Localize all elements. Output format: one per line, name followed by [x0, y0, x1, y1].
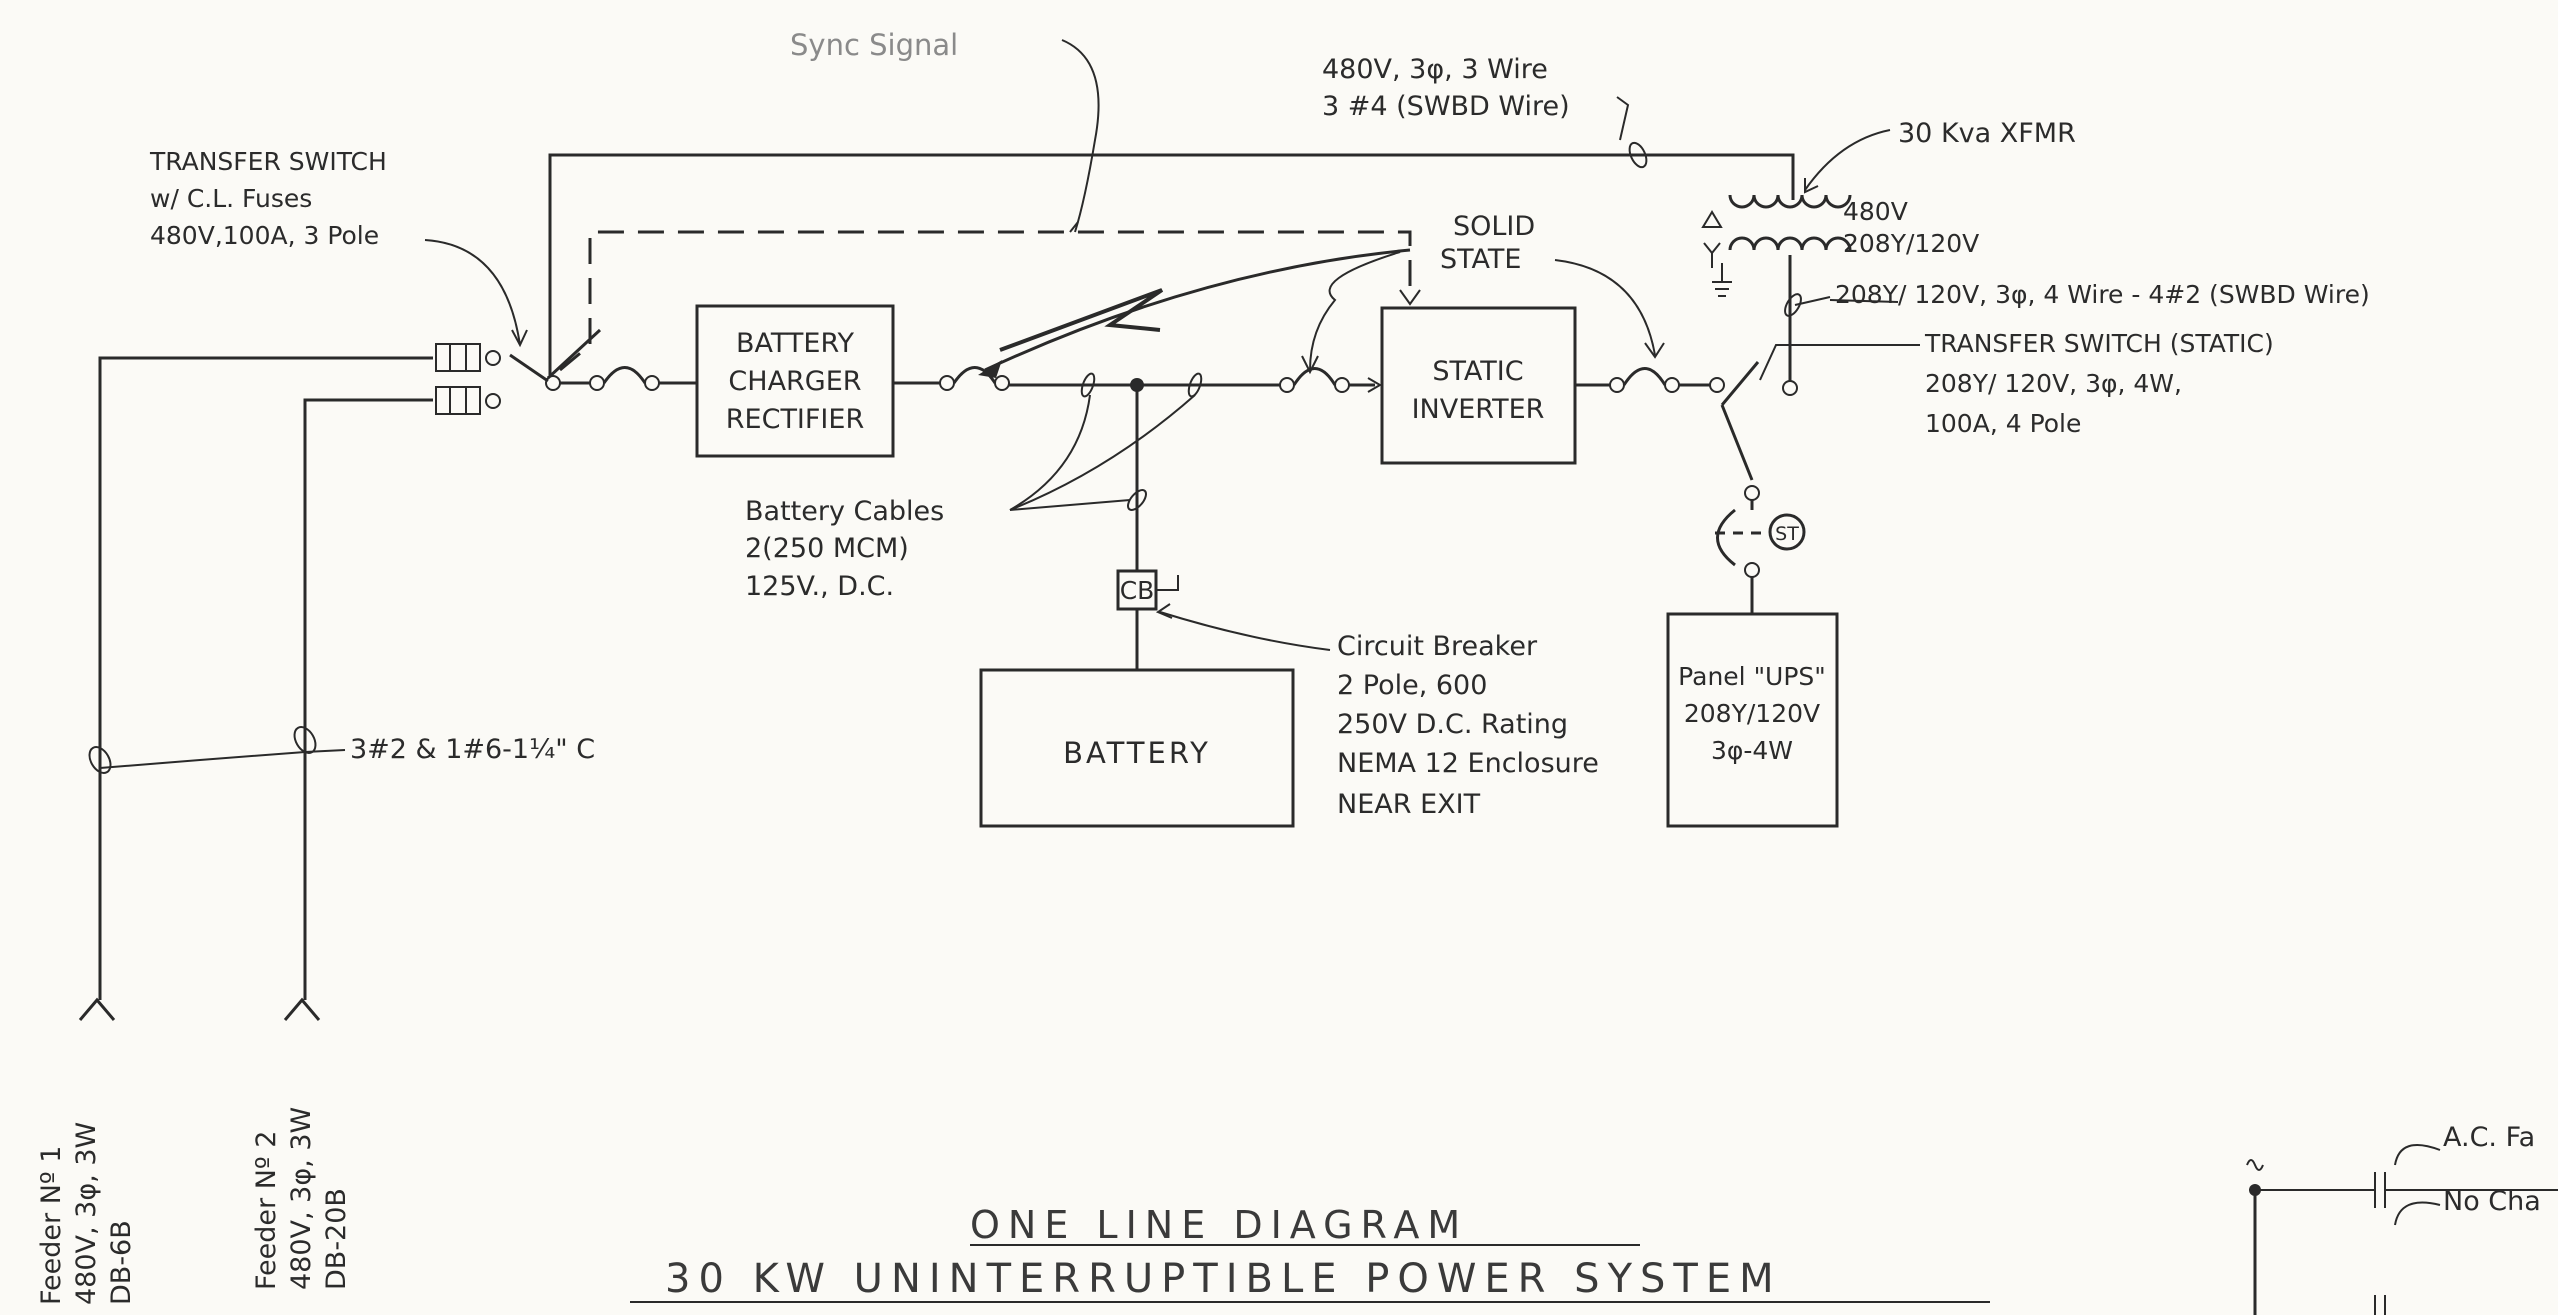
ac-fail-label: A.C. Fa [2443, 1122, 2535, 1153]
panel-label-2: 208Y/120V [1684, 699, 1820, 728]
feeder-fuses [435, 343, 501, 415]
panel-label-1: Panel "UPS" [1678, 662, 1826, 691]
breaker-label-2: 2 Pole, 600 [1337, 670, 1487, 701]
panel-ups [1666, 612, 1839, 828]
battery-charger-rectifier [695, 304, 895, 458]
feeder-2-label-2: 480V, 3φ, 3W [286, 1107, 317, 1290]
sync-signal-label: Sync Signal [790, 28, 958, 62]
ac-fail-circuit-fragment [2246, 1159, 2558, 1315]
battery-cables-label-1: Battery Cables [745, 496, 944, 527]
panel-label-3: 3φ-4W [1711, 736, 1793, 765]
dc-bus [1009, 372, 1280, 571]
leader-lines [424, 39, 2441, 1226]
transfer-switch-label-1: TRANSFER SWITCH [149, 147, 387, 176]
feeder-2-label-3: DB-20B [321, 1188, 352, 1290]
battery-label: BATTERY [1063, 736, 1211, 770]
charger-label-1: BATTERY [736, 328, 855, 359]
diagram-title: ONE LINE DIAGRAM [970, 1203, 1468, 1247]
feeder-1-line [78, 356, 433, 1021]
supply-wire-label: 3 #4 (SWBD Wire) [1322, 91, 1570, 122]
feeder-1-label-1: Feeder Nº 1 [36, 1146, 67, 1305]
breaker-label-5: NEAR EXIT [1337, 789, 1481, 820]
feeder-1-label-3: DB-6B [106, 1220, 137, 1305]
transfer-switch [509, 328, 697, 391]
charger-label-3: RECTIFIER [726, 404, 864, 435]
static-transfer-switch [1715, 255, 1806, 614]
feeder-conduit-tick [88, 726, 346, 774]
feeder-2-line [283, 398, 433, 1021]
feeder-1-label-2: 480V, 3φ, 3W [71, 1122, 102, 1305]
static-switch-label-2: 208Y/ 120V, 3φ, 4W, [1925, 369, 2182, 398]
circuit-breaker-cb [1116, 569, 1179, 670]
static-switch-label-3: 100A, 4 Pole [1925, 409, 2081, 438]
cb-label: CB [1120, 576, 1155, 605]
breaker-label-3: 250V D.C. Rating [1337, 709, 1568, 740]
inverter-label-2: INVERTER [1412, 394, 1545, 425]
feeder-2-label-1: Feeder Nº 2 [251, 1131, 282, 1290]
static-switch-st-label: ST [1775, 523, 1799, 545]
xfmr-secondary-label: 208Y/120V [1843, 229, 1979, 258]
transfer-switch-label-2: w/ C.L. Fuses [150, 184, 312, 213]
battery-box [979, 668, 1295, 828]
xfmr-primary-label: 480V [1843, 197, 1908, 226]
battery-cables-label-2: 2(250 MCM) [745, 533, 909, 564]
battery-cables-label-3: 125V., D.C. [745, 571, 894, 602]
bypass-480v-line [548, 141, 1795, 375]
xfmr-label: 30 Kva XFMR [1898, 118, 2076, 149]
sync-signal-line [559, 221, 1421, 372]
feeder-conduit-label: 3#2 & 1#6-1¼" C [350, 734, 595, 765]
transfer-switch-label-3: 480V,100A, 3 Pole [150, 221, 379, 250]
breaker-label-4: NEMA 12 Enclosure [1337, 748, 1599, 779]
diagram-subtitle: 30 KW UNINTERRUPTIBLE POWER SYSTEM [665, 1256, 1782, 1302]
static-switch-label-1: TRANSFER SWITCH (STATIC) [1924, 329, 2274, 358]
breaker-label-1: Circuit Breaker [1337, 631, 1538, 662]
xfmr-symbol [1701, 194, 1852, 317]
supply-480v-label: 480V, 3φ, 3 Wire [1322, 54, 1548, 85]
solid-state-label-1: SOLID [1453, 211, 1535, 242]
solid-state-label-2: STATE [1440, 244, 1521, 275]
xfmr-output-label: 208Y/ 120V, 3φ, 4 Wire - 4#2 (SWBD Wire) [1835, 280, 2370, 309]
charger-label-2: CHARGER [728, 366, 861, 397]
no-charge-label: No Cha [2443, 1186, 2541, 1217]
inverter-label-1: STATIC [1432, 356, 1523, 387]
